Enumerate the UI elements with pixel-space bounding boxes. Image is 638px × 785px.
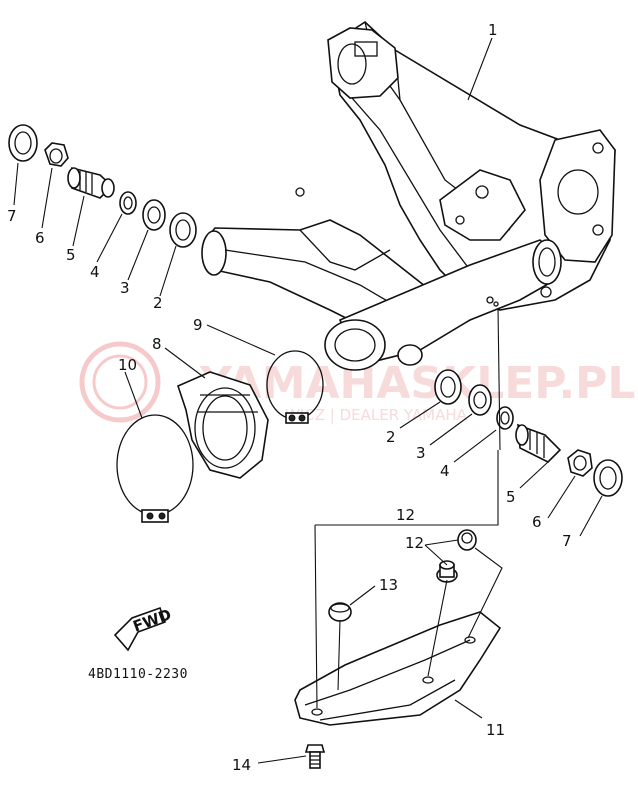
part-3-left <box>142 199 166 231</box>
callout-10: 10 <box>118 356 137 374</box>
part-3-right <box>468 384 492 416</box>
part-5-left <box>67 166 115 199</box>
part-14-bolt <box>304 744 326 769</box>
callout-4-left: 4 <box>90 263 100 281</box>
part-2-right <box>434 369 462 405</box>
watermark: YAMAHASKLEP.PL WICZ | DEALER YAMAHA <box>79 341 635 424</box>
callout-8: 8 <box>152 335 162 353</box>
callout-14: 14 <box>232 756 251 774</box>
callout-labels: 1 7 6 5 4 3 2 9 8 10 2 3 4 5 6 7 12 12 1… <box>7 21 572 774</box>
fwd-label: FWD <box>131 605 174 635</box>
callout-12-mid: 12 <box>405 534 424 552</box>
callout-2-right: 2 <box>386 428 396 446</box>
watermark-logo-inner <box>92 354 148 410</box>
callout-5-left: 5 <box>66 246 76 264</box>
part-7-left <box>8 124 38 162</box>
part-8-boot <box>177 371 269 479</box>
leader-lines <box>13 37 603 764</box>
part-9-clamp <box>266 350 324 424</box>
fwd-arrow-icon: FWD <box>113 605 174 652</box>
callout-11: 11 <box>486 721 505 739</box>
callout-12-top: 12 <box>396 506 415 524</box>
callout-1: 1 <box>488 21 498 39</box>
callout-4-right: 4 <box>440 462 450 480</box>
watermark-brand: YAMAHASKLEP.PL <box>199 358 635 409</box>
watermark-tagline: WICZ | DEALER YAMAHA <box>285 406 468 424</box>
callout-9: 9 <box>193 316 203 334</box>
part-4-right <box>496 406 514 430</box>
callout-6-right: 6 <box>532 513 542 531</box>
part-7-right <box>593 459 623 497</box>
part-11-guard <box>294 611 502 726</box>
callout-7-left: 7 <box>7 207 17 225</box>
part-4-left <box>119 191 137 215</box>
part-6-right <box>567 449 593 477</box>
part-12-top <box>457 529 477 551</box>
callout-3-left: 3 <box>120 279 130 297</box>
callout-2-left: 2 <box>153 294 163 312</box>
callout-5-right: 5 <box>506 488 516 506</box>
part-10-clamp <box>116 414 194 523</box>
callout-13: 13 <box>379 576 398 594</box>
callout-6-left: 6 <box>35 229 45 247</box>
part-12-mid <box>436 560 458 583</box>
part-2-left <box>169 212 197 248</box>
part-code: 4BD1110-2230 <box>88 667 188 682</box>
swingarm <box>201 20 616 371</box>
part-13-cap <box>328 602 352 622</box>
part-6-left <box>44 142 69 167</box>
watermark-logo <box>79 341 161 423</box>
part-5-right <box>515 423 562 463</box>
callout-3-right: 3 <box>416 444 426 462</box>
callout-7-right: 7 <box>562 532 572 550</box>
